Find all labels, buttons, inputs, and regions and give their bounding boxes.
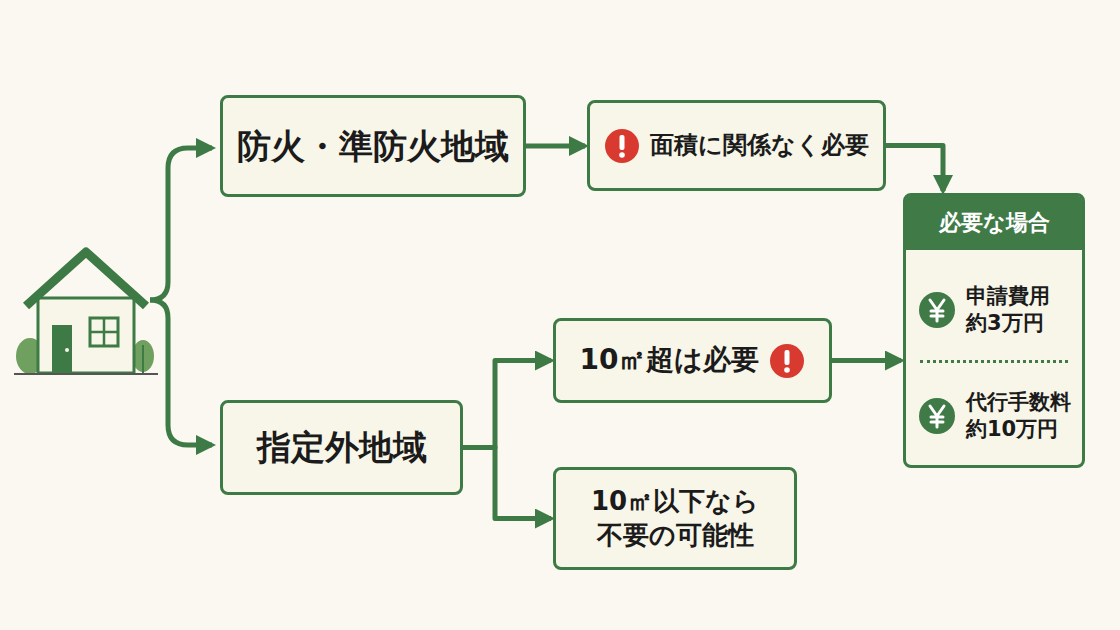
node-label: 申請費用 約3万円 bbox=[966, 283, 1078, 338]
house-roof bbox=[26, 252, 146, 306]
condition-box: 面積に関係なく必要 bbox=[587, 100, 886, 191]
house-body bbox=[38, 298, 134, 373]
flow-arrow bbox=[463, 448, 551, 519]
flow-arrow bbox=[463, 361, 551, 448]
dotted-divider bbox=[920, 360, 1068, 363]
node-label: 面積に関係なく必要 bbox=[650, 130, 869, 161]
node-label: 10㎡以下なら 不要の可能性 bbox=[573, 485, 778, 553]
cost-item: 申請費用 約3万円 bbox=[914, 272, 1082, 348]
node-label: 10㎡超は必要 bbox=[580, 342, 760, 378]
panel-heading: 必要な場合 bbox=[906, 196, 1082, 250]
house-door bbox=[52, 325, 72, 373]
node-label: 代行手数料 約10万円 bbox=[966, 389, 1078, 444]
flow-arrow bbox=[526, 144, 585, 149]
cost-item: 代行手数料 約10万円 bbox=[914, 378, 1082, 454]
node-label: 防火・準防火地域 bbox=[237, 124, 509, 168]
condition-box: 指定外地域 bbox=[220, 400, 463, 495]
branch-bracket bbox=[150, 148, 212, 300]
warning-icon bbox=[769, 343, 805, 379]
flow-arrow bbox=[832, 358, 901, 363]
condition-box: 10㎡超は必要 bbox=[553, 318, 832, 403]
house-window bbox=[90, 318, 118, 346]
yen-icon bbox=[918, 397, 956, 435]
condition-box: 防火・準防火地域 bbox=[220, 95, 526, 197]
flow-arrow bbox=[886, 146, 943, 192]
condition-box: 10㎡以下なら 不要の可能性 bbox=[553, 467, 797, 570]
cost-panel: 必要な場合申請費用 約3万円代行手数料 約10万円 bbox=[903, 193, 1085, 468]
warning-icon bbox=[604, 128, 640, 164]
node-label: 指定外地域 bbox=[257, 425, 427, 469]
branch-bracket bbox=[150, 300, 212, 445]
yen-icon bbox=[918, 291, 956, 329]
